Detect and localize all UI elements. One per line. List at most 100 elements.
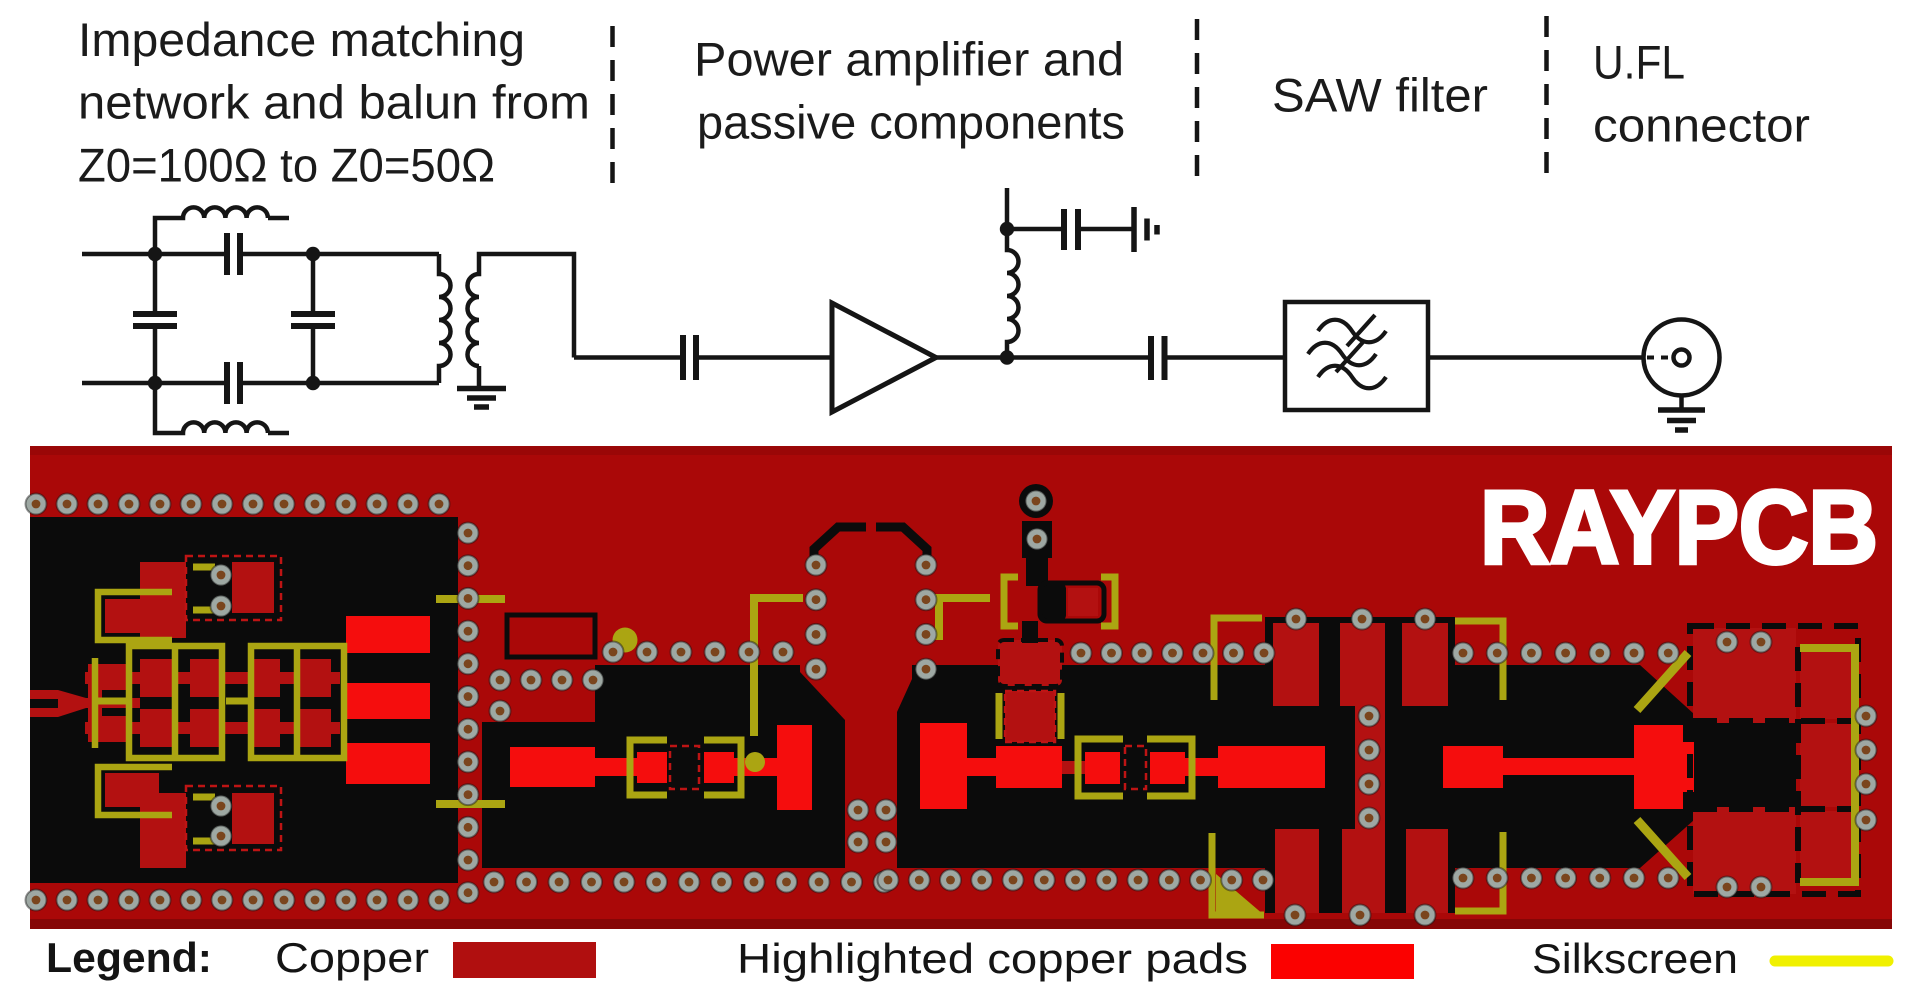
highlight-trace xyxy=(1503,758,1634,775)
silk-corner xyxy=(935,594,990,640)
via-hole xyxy=(853,837,863,847)
via-hole xyxy=(1722,882,1732,892)
via-hole xyxy=(914,875,924,885)
via-hole xyxy=(1008,875,1018,885)
pcb-silkscreen xyxy=(91,563,1859,919)
via-hole xyxy=(216,601,226,611)
trace xyxy=(1062,761,1085,774)
via-hole xyxy=(883,875,893,885)
highlight-pad xyxy=(1634,725,1683,809)
silk-saw-corner xyxy=(1210,614,1262,700)
choke-body-pad xyxy=(1068,588,1098,616)
via-hole xyxy=(1364,779,1374,789)
label-impedance-line1: Impedance matching xyxy=(78,13,525,66)
via-hole xyxy=(62,895,72,905)
rf-choke-inductor xyxy=(1004,188,1021,358)
trace xyxy=(85,672,340,684)
via-hole xyxy=(372,499,382,509)
legend-title: Legend: xyxy=(46,934,212,981)
via-hole xyxy=(1290,910,1300,920)
via-hole xyxy=(1458,873,1468,883)
via-hole xyxy=(1722,637,1732,647)
label-impedance-line3: Z0=100Ω to Z0=50Ω xyxy=(78,139,495,192)
via-hole xyxy=(155,895,165,905)
via-hole xyxy=(124,499,134,509)
via-hole xyxy=(186,499,196,509)
via-hole xyxy=(463,528,473,538)
ufl-center-ground xyxy=(1693,723,1796,807)
label-impedance-line2: network and balun from xyxy=(78,76,590,129)
inductor-bottom xyxy=(152,383,289,436)
via-hole xyxy=(1198,648,1208,658)
silk-saw-corner xyxy=(1455,832,1507,915)
via-hole xyxy=(1229,648,1238,658)
via-hole xyxy=(1168,648,1177,658)
silk-bracket xyxy=(1147,735,1196,800)
via-hole xyxy=(1031,496,1041,506)
via-hole xyxy=(1492,648,1502,658)
pcb-copper-pads xyxy=(30,562,1853,913)
legend: Legend: Copper Highlighted copper pads S… xyxy=(46,934,1894,982)
balun-secondary-coil xyxy=(465,251,577,386)
via-hole xyxy=(1137,648,1147,658)
schematic-impedance-matching-balun xyxy=(82,205,577,436)
input-trace-merge xyxy=(58,690,86,717)
via-hole xyxy=(749,877,759,887)
via-hole xyxy=(463,561,473,571)
via-hole xyxy=(778,647,788,657)
via-hole xyxy=(186,895,196,905)
via-hole xyxy=(463,594,473,603)
via-hole xyxy=(526,675,536,685)
via-hole xyxy=(676,647,686,657)
via-hole xyxy=(782,877,791,887)
via-hole xyxy=(341,499,351,509)
ufl-pad-right-top xyxy=(1800,647,1853,719)
legend-swatch-highlighted xyxy=(1271,944,1414,979)
via-hole xyxy=(1861,815,1871,825)
pad xyxy=(232,793,274,844)
via-hole xyxy=(403,499,413,509)
legend-label-silkscreen: Silkscreen xyxy=(1532,935,1738,982)
silk-bracket xyxy=(1074,735,1123,800)
via-hole xyxy=(557,675,567,685)
silk-tick xyxy=(193,563,215,845)
label-ufl-line2: connector xyxy=(1593,99,1810,152)
via-hole xyxy=(463,724,473,734)
via-hole xyxy=(1357,614,1367,624)
via-hole xyxy=(489,877,499,887)
balun-primary-coil xyxy=(436,254,453,383)
amplifier-triangle xyxy=(829,298,942,417)
trace xyxy=(85,722,340,734)
via-hole xyxy=(814,877,824,887)
via-hole xyxy=(1133,875,1143,885)
via-hole xyxy=(1629,873,1639,883)
highlight-pad xyxy=(920,723,967,809)
via-hole xyxy=(881,837,891,847)
highlight-pad xyxy=(777,725,812,810)
via-hole xyxy=(155,499,165,509)
schematic-ufl-connector xyxy=(1641,317,1722,433)
via-hole xyxy=(717,877,726,887)
sideways-ground-symbol xyxy=(1131,207,1160,252)
via-hole xyxy=(1420,614,1430,624)
via-hole xyxy=(463,790,473,799)
via-hole xyxy=(946,875,955,885)
via-hole xyxy=(921,630,931,639)
via-hole xyxy=(463,692,473,701)
via-hole xyxy=(1458,648,1468,658)
via-hole xyxy=(279,895,289,905)
silk-dot xyxy=(745,752,765,772)
via-hole xyxy=(1527,873,1536,883)
via-hole xyxy=(279,499,289,509)
via-hole xyxy=(811,664,821,674)
via-hole xyxy=(1420,910,1430,920)
schematic xyxy=(82,16,1722,436)
legend-swatch-copper xyxy=(453,942,596,978)
via-hole xyxy=(31,499,41,509)
shunt-capacitor-2-plates xyxy=(291,311,335,329)
ufl-pad-top xyxy=(1693,628,1796,723)
silk-saw-corner xyxy=(1455,617,1507,700)
courtyard-outline xyxy=(504,612,598,660)
dashed-outline xyxy=(1123,744,1148,791)
via-hole xyxy=(1663,648,1673,658)
